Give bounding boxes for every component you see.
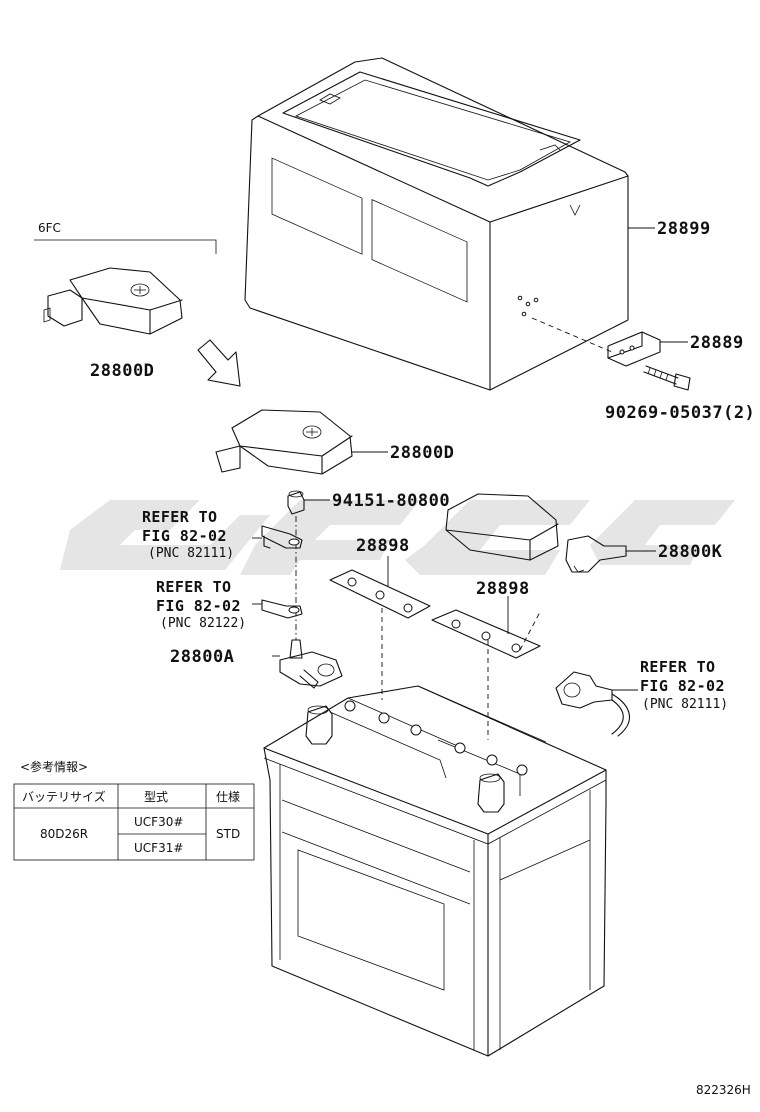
ref-3-line2: FIG 82-02 <box>640 677 725 695</box>
table-cell-model-2: UCF31# <box>134 841 183 855</box>
ref-2-line2: FIG 82-02 <box>156 597 241 615</box>
table-cell-spec: STD <box>216 827 240 841</box>
table-cell-model-1: UCF30# <box>134 815 183 829</box>
battery <box>263 685 607 1057</box>
positive-cable <box>555 671 630 737</box>
table-header-model: 型式 <box>144 790 168 804</box>
variant-label: 6FC <box>38 221 61 235</box>
terminal-lug-1 <box>261 525 303 549</box>
direction-arrow <box>197 339 241 387</box>
ref-3-line3: (PNC 82111) <box>642 697 728 712</box>
part-number-28800A: 28800A <box>170 647 234 667</box>
ref-1-line2: FIG 82-02 <box>142 527 227 545</box>
ref-3-line1: REFER TO <box>640 658 715 676</box>
part-number-28889: 28889 <box>690 333 744 353</box>
part-number-28800D-middle: 28800D <box>390 443 454 463</box>
part-number-28800D-upper: 28800D <box>90 361 154 381</box>
part-number-90269: 90269-05037(2) <box>605 403 755 423</box>
part-number-28898-right: 28898 <box>476 579 530 599</box>
ref-2-line3: (PNC 82122) <box>160 616 246 631</box>
variant-bracket-line <box>34 239 217 254</box>
terminal-cover-middle <box>215 409 353 475</box>
table-cell-battery-size: 80D26R <box>40 827 88 841</box>
info-table: <参考情報> バッテリサイズ 型式 仕様 80D26R UCF30# UCF31… <box>13 759 255 861</box>
insulator-pad-left <box>329 569 431 619</box>
bracket-28889 <box>607 331 661 367</box>
table-header-size: バッテリサイズ <box>22 789 106 804</box>
terminal-cover-28800K <box>445 493 627 573</box>
terminal-lug-2 <box>261 599 303 619</box>
table-header-spec: 仕様 <box>216 790 240 804</box>
terminal-clamp-28800A <box>279 639 343 689</box>
nut-94151 <box>287 490 305 515</box>
diagram-code: 822326H <box>696 1083 751 1097</box>
bolt-90269 <box>643 365 691 391</box>
drop-line-3 <box>519 611 541 651</box>
info-table-caption: <参考情報> <box>20 759 88 774</box>
part-number-28899: 28899 <box>657 219 711 239</box>
part-number-28898-left: 28898 <box>356 536 410 556</box>
battery-box-cover <box>244 57 629 391</box>
ref-2-line1: REFER TO <box>156 578 231 596</box>
ref-1-line3: (PNC 82111) <box>148 546 234 561</box>
part-number-94151: 94151-80800 <box>332 491 450 511</box>
insulator-pad-right <box>431 609 541 659</box>
ref-1-line1: REFER TO <box>142 508 217 526</box>
terminal-cover-upper <box>43 267 183 335</box>
part-number-28800K: 28800K <box>658 542 723 562</box>
